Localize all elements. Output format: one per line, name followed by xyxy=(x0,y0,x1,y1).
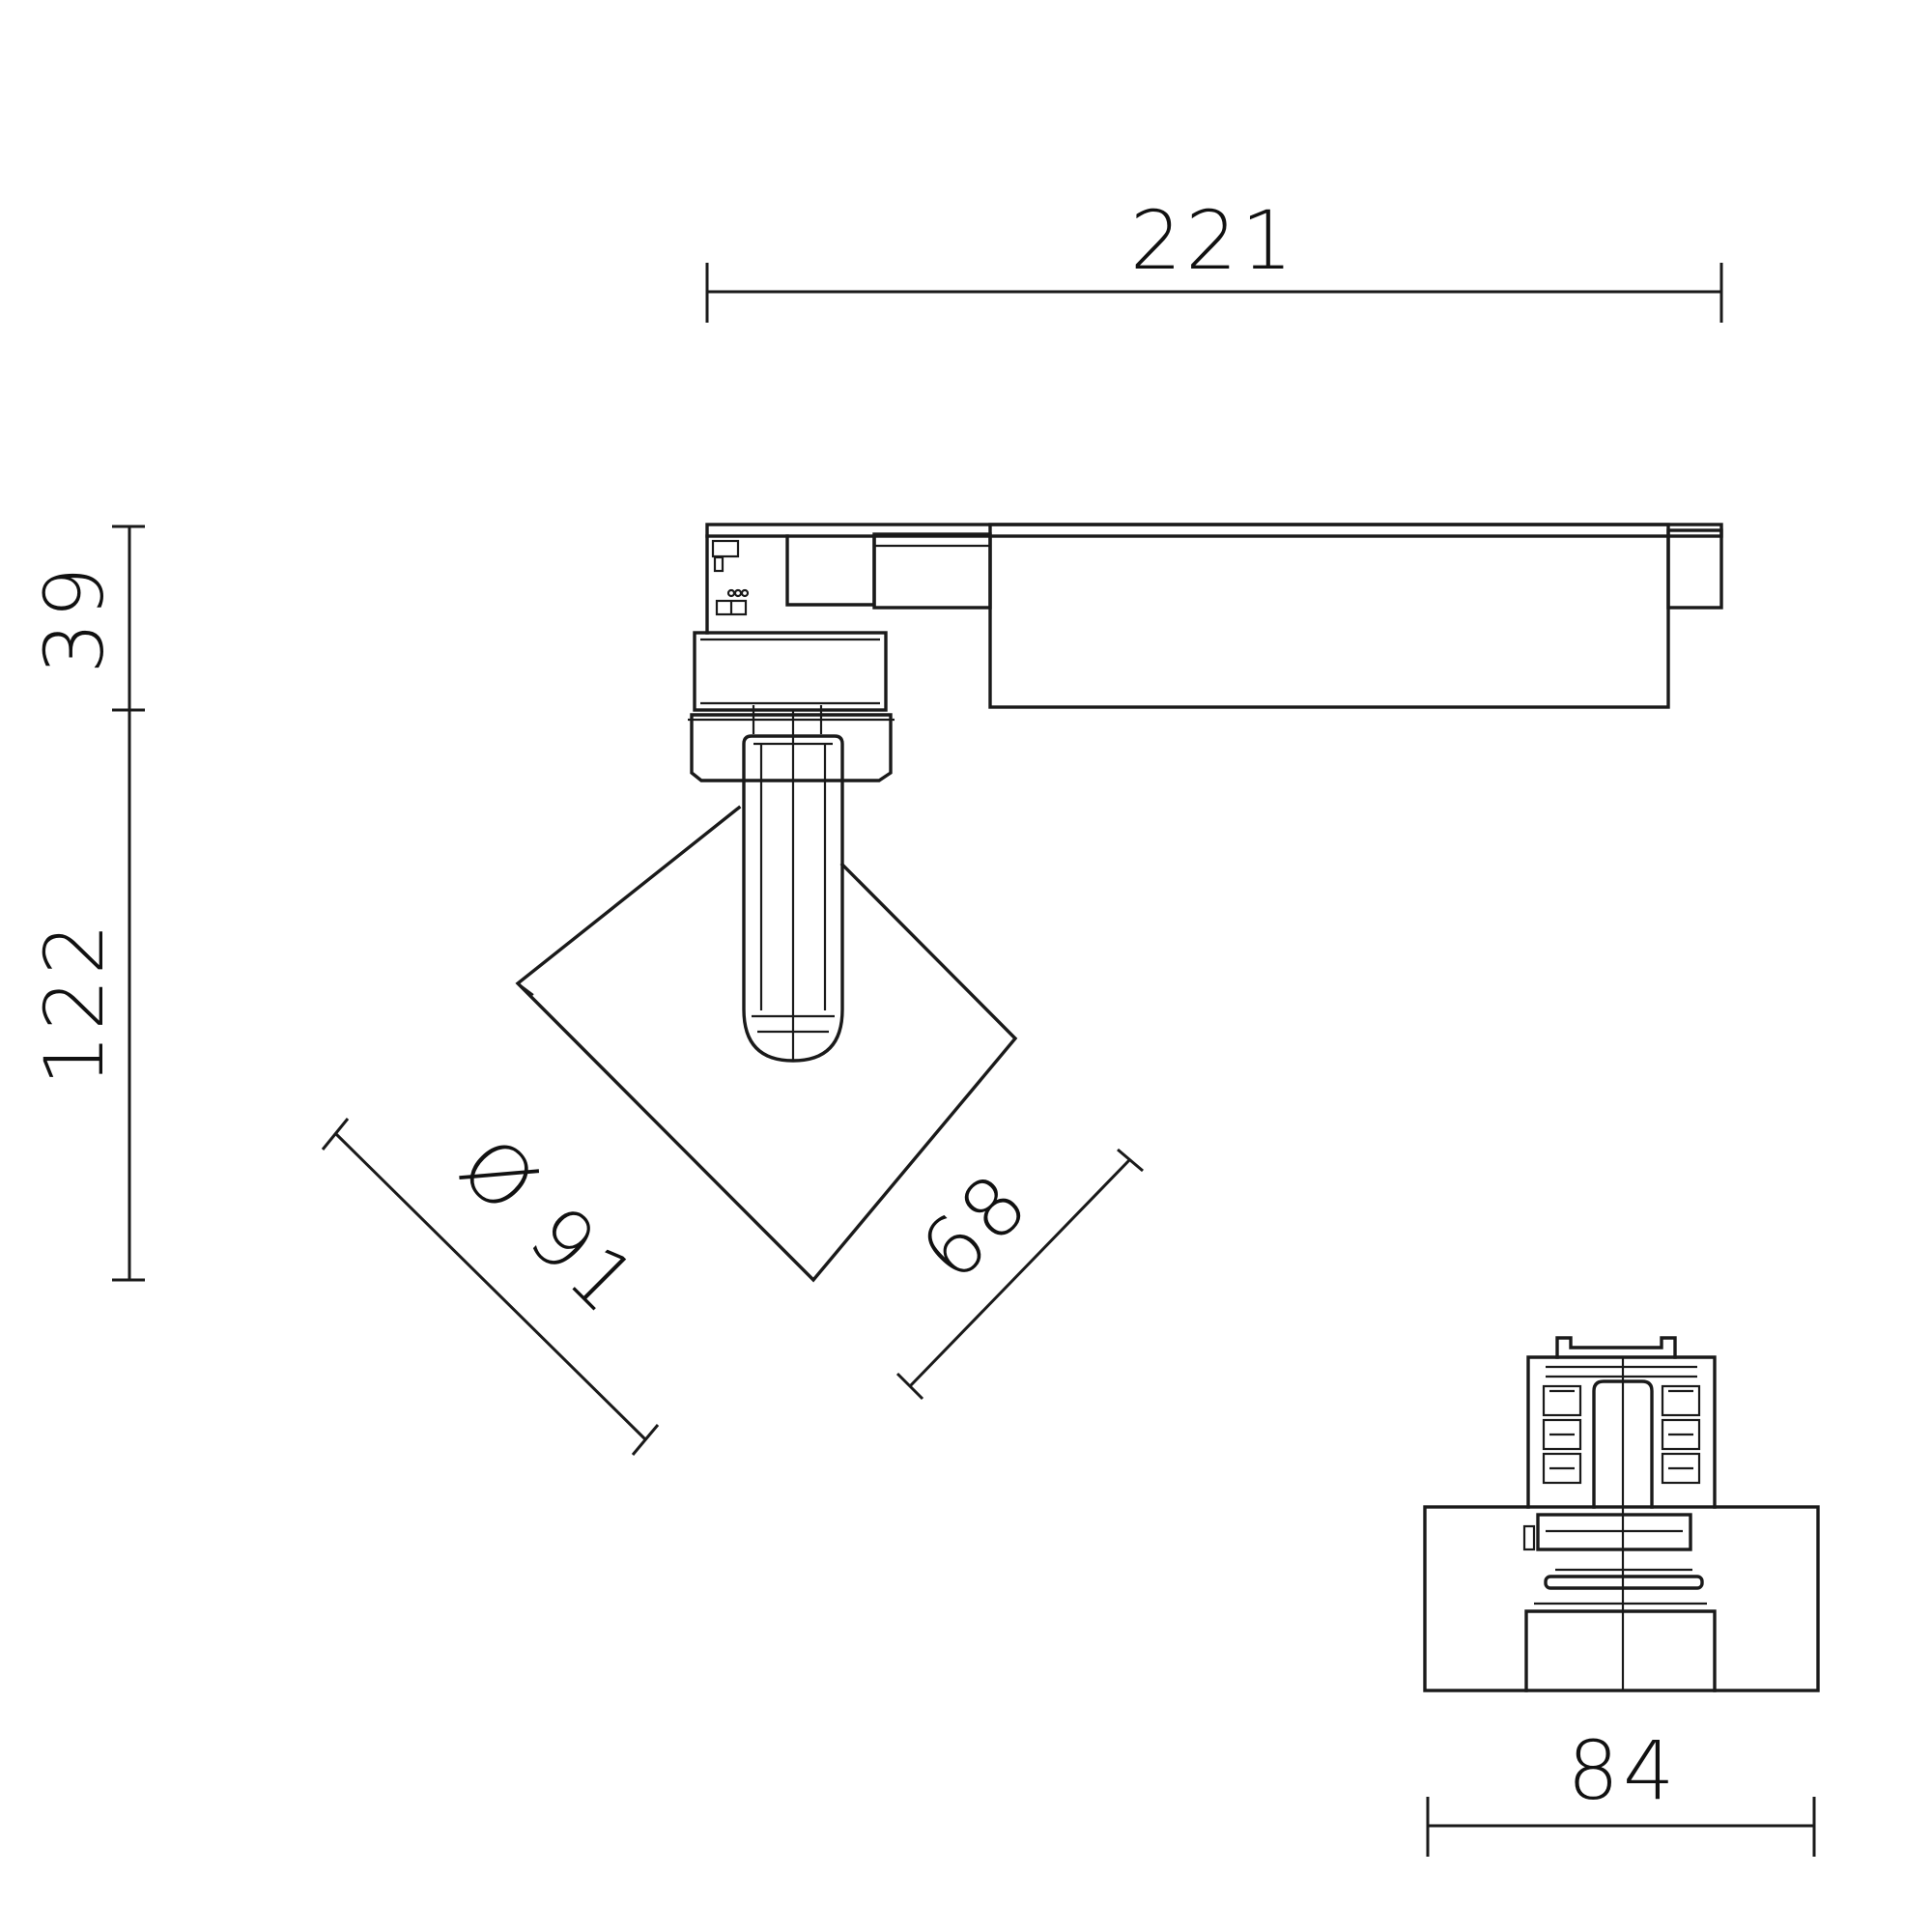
front-contact-right-3 xyxy=(1661,1452,1701,1485)
dim-label-84: 84 xyxy=(1568,1723,1679,1818)
front-contact-right-2 xyxy=(1661,1418,1701,1451)
dim-tick-68-a xyxy=(1117,1148,1144,1173)
front-contact-left-lines xyxy=(1549,1389,1575,1470)
dim-line-91 xyxy=(333,1131,647,1441)
support-arm xyxy=(742,734,844,1063)
driver-housing xyxy=(988,523,1670,709)
dim-label-68: 68 xyxy=(902,1153,1048,1299)
front-contact-right-lines xyxy=(1668,1389,1693,1470)
dimension-vertical: 39 122 xyxy=(27,525,145,1282)
adapter-end-cap xyxy=(1666,528,1723,610)
dim-label-91: Ø 91 xyxy=(442,1120,657,1334)
adapter-inner-block xyxy=(872,532,992,610)
front-contact-left-2 xyxy=(1542,1418,1582,1451)
dim-tick-68-b xyxy=(895,1372,924,1401)
front-collar-upper xyxy=(1536,1513,1692,1551)
side-view xyxy=(515,523,1723,1283)
front-body xyxy=(1423,1505,1820,1692)
contact-dot-1 xyxy=(726,588,736,598)
track-adapter-top-plate xyxy=(705,523,1723,538)
contact-detail-2 xyxy=(713,555,724,573)
spot-head xyxy=(515,805,1018,1283)
front-adapter-housing xyxy=(1526,1355,1717,1509)
front-collar-tab xyxy=(1522,1524,1536,1551)
dimension-221: 221 xyxy=(705,193,1723,323)
front-lower-block xyxy=(1524,1609,1717,1692)
front-track-profile-top xyxy=(1555,1336,1677,1359)
adapter-block xyxy=(785,534,876,607)
front-contact-left-3 xyxy=(1542,1452,1582,1485)
dimension-diameter-91: Ø 91 xyxy=(321,1118,660,1456)
contact-detail-1 xyxy=(711,539,740,558)
contact-dot-3 xyxy=(740,588,750,598)
dim-label-221: 221 xyxy=(1130,193,1296,288)
coupling-collar xyxy=(693,631,888,712)
dim-tick-91-a xyxy=(321,1118,350,1151)
dim-line-68 xyxy=(908,1157,1132,1388)
contact-dot-2 xyxy=(733,588,743,598)
front-joint-bar xyxy=(1544,1575,1704,1590)
front-view xyxy=(1423,1336,1820,1692)
spot-head-lip xyxy=(517,982,534,996)
front-contact-left-1 xyxy=(1542,1384,1582,1417)
dimension-84: 84 xyxy=(1426,1723,1816,1857)
dim-tick-91-b xyxy=(631,1424,660,1456)
dim-label-39: 39 xyxy=(27,563,122,674)
dimension-68: 68 xyxy=(895,1148,1144,1401)
joint-ring xyxy=(690,713,893,782)
front-contact-right-1 xyxy=(1661,1384,1701,1417)
dim-label-122: 122 xyxy=(27,920,122,1086)
